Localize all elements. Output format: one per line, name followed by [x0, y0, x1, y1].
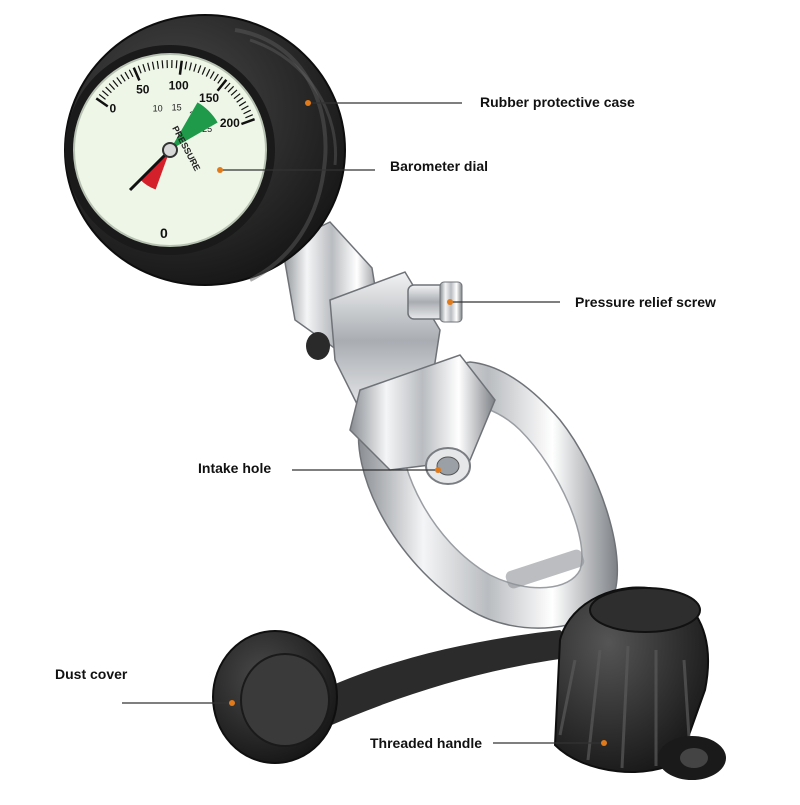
- dial-bar-tick-label: 200: [220, 116, 240, 130]
- label-threaded-handle: Threaded handle: [370, 735, 482, 751]
- callout-dot-dust-cover: [229, 700, 235, 706]
- callout-dot-rubber-case: [305, 100, 311, 106]
- dial-zero-label: 0: [160, 225, 168, 241]
- dial-bar-tick-label: 0: [109, 102, 116, 116]
- dial-psi-tick-label: 15: [172, 103, 182, 113]
- callout-dot-relief-screw: [447, 299, 453, 305]
- dial-tick: [176, 60, 177, 68]
- stem-neck: [282, 222, 495, 484]
- threaded-handle-knob: [555, 587, 726, 780]
- dial-tick: [162, 60, 163, 68]
- label-relief-screw: Pressure relief screw: [575, 294, 716, 310]
- dial-bar-tick-label: 50: [136, 82, 150, 96]
- label-intake-hole: Intake hole: [198, 460, 271, 476]
- dial-psi-tick-label: 10: [153, 103, 163, 113]
- label-rubber-case: Rubber protective case: [480, 94, 635, 110]
- label-barometer-dial: Barometer dial: [390, 158, 488, 174]
- callout-dot-barometer-dial: [217, 167, 223, 173]
- dial-bar-tick-label: 150: [199, 91, 219, 105]
- barometer-dial: 05010015020010152025 PRESSURE 0: [65, 45, 275, 255]
- dial-bar-tick-label: 100: [169, 79, 189, 93]
- label-dust-cover: Dust cover: [55, 666, 127, 682]
- callout-dot-intake-hole: [435, 467, 441, 473]
- callout-dot-threaded-handle: [601, 740, 607, 746]
